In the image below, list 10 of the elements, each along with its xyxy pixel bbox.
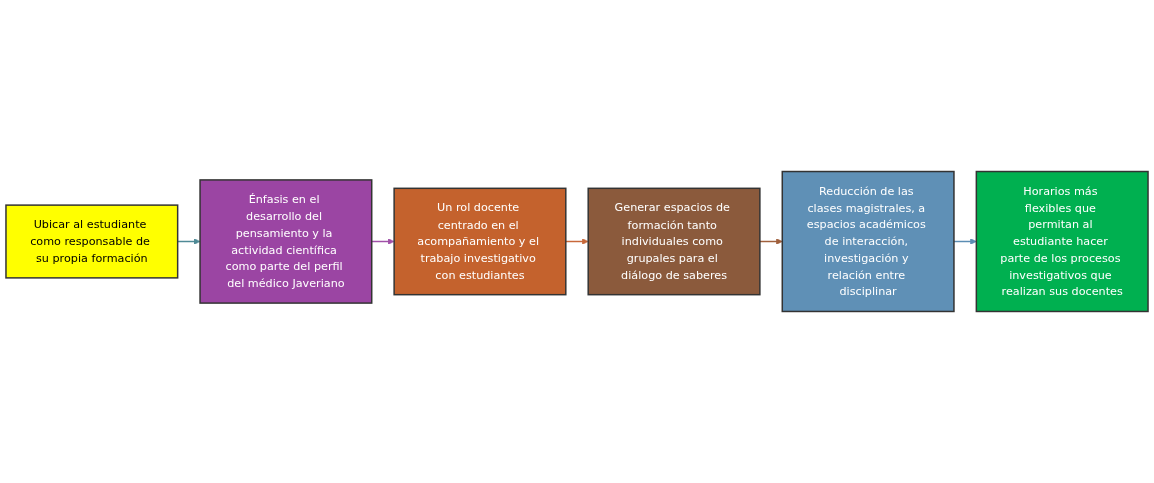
arrow (759, 238, 783, 245)
arrow (953, 238, 977, 245)
node-box: Reducción de las clases magistrales, a espacios académicos de interacción, investigación y relación entre disciplinar (781, 170, 955, 313)
node-box: Horarios más flexibles que permitan al estudiante hacer parte de los procesos investigativos que realizan sus docentes (975, 170, 1149, 313)
arrow (565, 238, 589, 245)
node-box: Énfasis en el desarrollo del pensamiento y la actividad científica como parte del perfil del médico Javeriano (199, 179, 373, 304)
node-box: Generar espacios de formación tanto individuales como grupales para el diálogo de saberes (587, 187, 761, 296)
node-box: Un rol docente centrado en el acompañamiento y el trabajo investigativo con estudiantes (393, 187, 567, 296)
arrow (371, 238, 395, 245)
node-box: Ubicar al estudiante como responsable de su propia formación (5, 204, 179, 279)
